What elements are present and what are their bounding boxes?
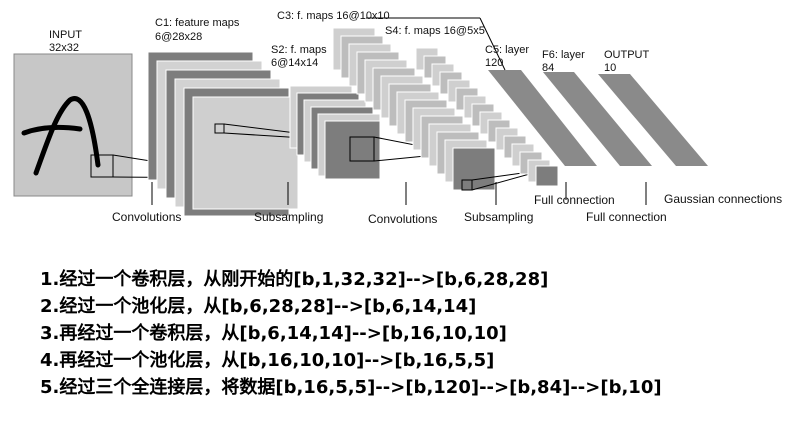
c5-size: 120: [485, 57, 503, 69]
caption-full-connection-2: Full connection: [586, 210, 667, 224]
c1-feature-maps: [147, 51, 299, 217]
input-receptive-field: [90, 154, 114, 178]
step-item: 1.经过一个卷积层，从刚开始的[b,1,32,32]-->[b,6,28,28]: [40, 269, 549, 290]
step-list: 1.经过一个卷积层，从刚开始的[b,1,32,32]-->[b,6,28,28]…: [40, 266, 662, 401]
c3-label: C3: f. maps 16@10x10: [277, 10, 390, 22]
input-letter-a: [33, 96, 101, 176]
f6-label: F6: layer: [542, 49, 585, 61]
caption-subsampling-1: Subsampling: [254, 210, 323, 224]
caption-convolutions-2: Convolutions: [368, 212, 437, 226]
caption-gaussian-connections: Gaussian connections: [664, 192, 782, 206]
caption-convolutions-1: Convolutions: [112, 210, 181, 224]
step-item: 5.经过三个全连接层，将数据[b,16,5,5]-->[b,120]-->[b,…: [40, 377, 662, 398]
input-label: INPUT: [49, 29, 82, 41]
output-layer-band: [598, 74, 708, 166]
c5-layer-band: [488, 70, 597, 166]
step-item: 2.经过一个池化层，从[b,6,28,28]-->[b,6,14,14]: [40, 296, 477, 317]
caption-subsampling-2: Subsampling: [464, 210, 533, 224]
c1-label: C1: feature maps: [155, 17, 240, 29]
lenet-diagram: INPUT 32x32 C1: feature maps 6@28x28 S2:…: [13, 10, 782, 226]
input-size: 32x32: [49, 42, 79, 54]
step-item: 4.再经过一个池化层，从[b,16,10,10]-->[b,16,5,5]: [40, 350, 495, 371]
c1-size: 6@28x28: [155, 31, 202, 43]
s2-feature-maps: [289, 85, 381, 180]
c3-feature-maps: [332, 27, 496, 191]
f6-size: 84: [542, 62, 554, 74]
c5-label: C5: layer: [485, 44, 529, 56]
s4-feature-maps: [415, 47, 559, 187]
output-size: 10: [604, 62, 616, 74]
s2-size: 6@14x14: [271, 57, 318, 69]
f6-layer-band: [543, 72, 652, 166]
output-label: OUTPUT: [604, 49, 650, 61]
s2-label: S2: f. maps: [271, 44, 327, 56]
s4-label: S4: f. maps 16@5x5: [385, 25, 485, 37]
input-image: [13, 53, 133, 197]
caption-full-connection-1: Full connection: [534, 193, 615, 207]
step-item: 3.再经过一个卷积层，从[b,6,14,14]-->[b,16,10,10]: [40, 323, 507, 344]
